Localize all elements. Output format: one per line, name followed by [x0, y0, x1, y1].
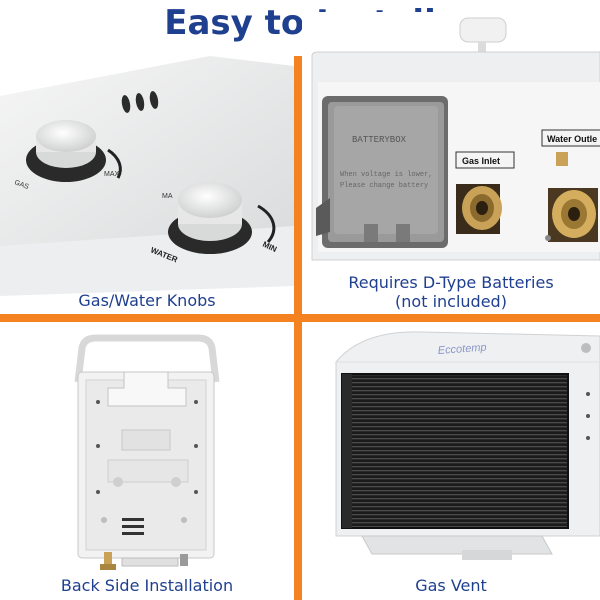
carry-handle-icon — [74, 334, 220, 383]
panel-knobs: GAS MAX MA WATER MIN Gas/Water Knobs — [0, 56, 294, 314]
knobs-photo: GAS MAX MA WATER MIN — [0, 56, 294, 314]
caption-knobs: Gas/Water Knobs — [78, 291, 216, 310]
gas-inlet-label: Gas Inlet — [462, 156, 500, 166]
battery-warning-line1: When voltage is lower, — [340, 171, 432, 179]
battery-box-label: BATTERYBOX — [352, 135, 407, 145]
caption-vent: Gas Vent — [415, 576, 487, 595]
top-knob-icon — [459, 17, 507, 58]
gas-inlet-fitting-icon — [456, 184, 502, 234]
divider-horizontal — [0, 314, 600, 322]
back-side-photo — [0, 322, 294, 600]
gas-vent-photo: Eccotemp — [302, 322, 600, 600]
panel-back: Back Side Installation — [0, 322, 294, 600]
battery-box-icon — [316, 96, 448, 248]
heat-exchanger-icon — [341, 373, 569, 529]
gas-knob-icon — [26, 120, 106, 182]
battery-warning-line2: Please change battery — [340, 182, 428, 190]
divider-vertical — [294, 56, 302, 600]
caption-battery-line2: (not included) — [395, 292, 507, 311]
panel-battery: BATTERYBOX When voltage is lower, Please… — [302, 12, 600, 314]
caption-back: Back Side Installation — [60, 576, 234, 595]
panel-vent: Eccotemp Gas Vent — [302, 322, 600, 600]
knob-label-max: MAX — [104, 171, 120, 178]
water-outlet-fitting-icon — [548, 152, 598, 242]
vent-holes-icon — [121, 91, 159, 113]
water-outlet-label: Water Outle — [547, 134, 597, 144]
knob-label-ma: MA — [162, 193, 173, 200]
vent-brand-text: Eccotemp — [437, 342, 487, 357]
back-fittings-icon — [100, 552, 188, 570]
caption-battery-line1: Requires D-Type Batteries — [348, 273, 554, 292]
water-knob-icon — [168, 182, 252, 254]
back-vent-slots-icon — [122, 518, 144, 535]
battery-photo: BATTERYBOX When voltage is lower, Please… — [302, 12, 600, 314]
knob-label-gas: GAS — [13, 179, 30, 191]
